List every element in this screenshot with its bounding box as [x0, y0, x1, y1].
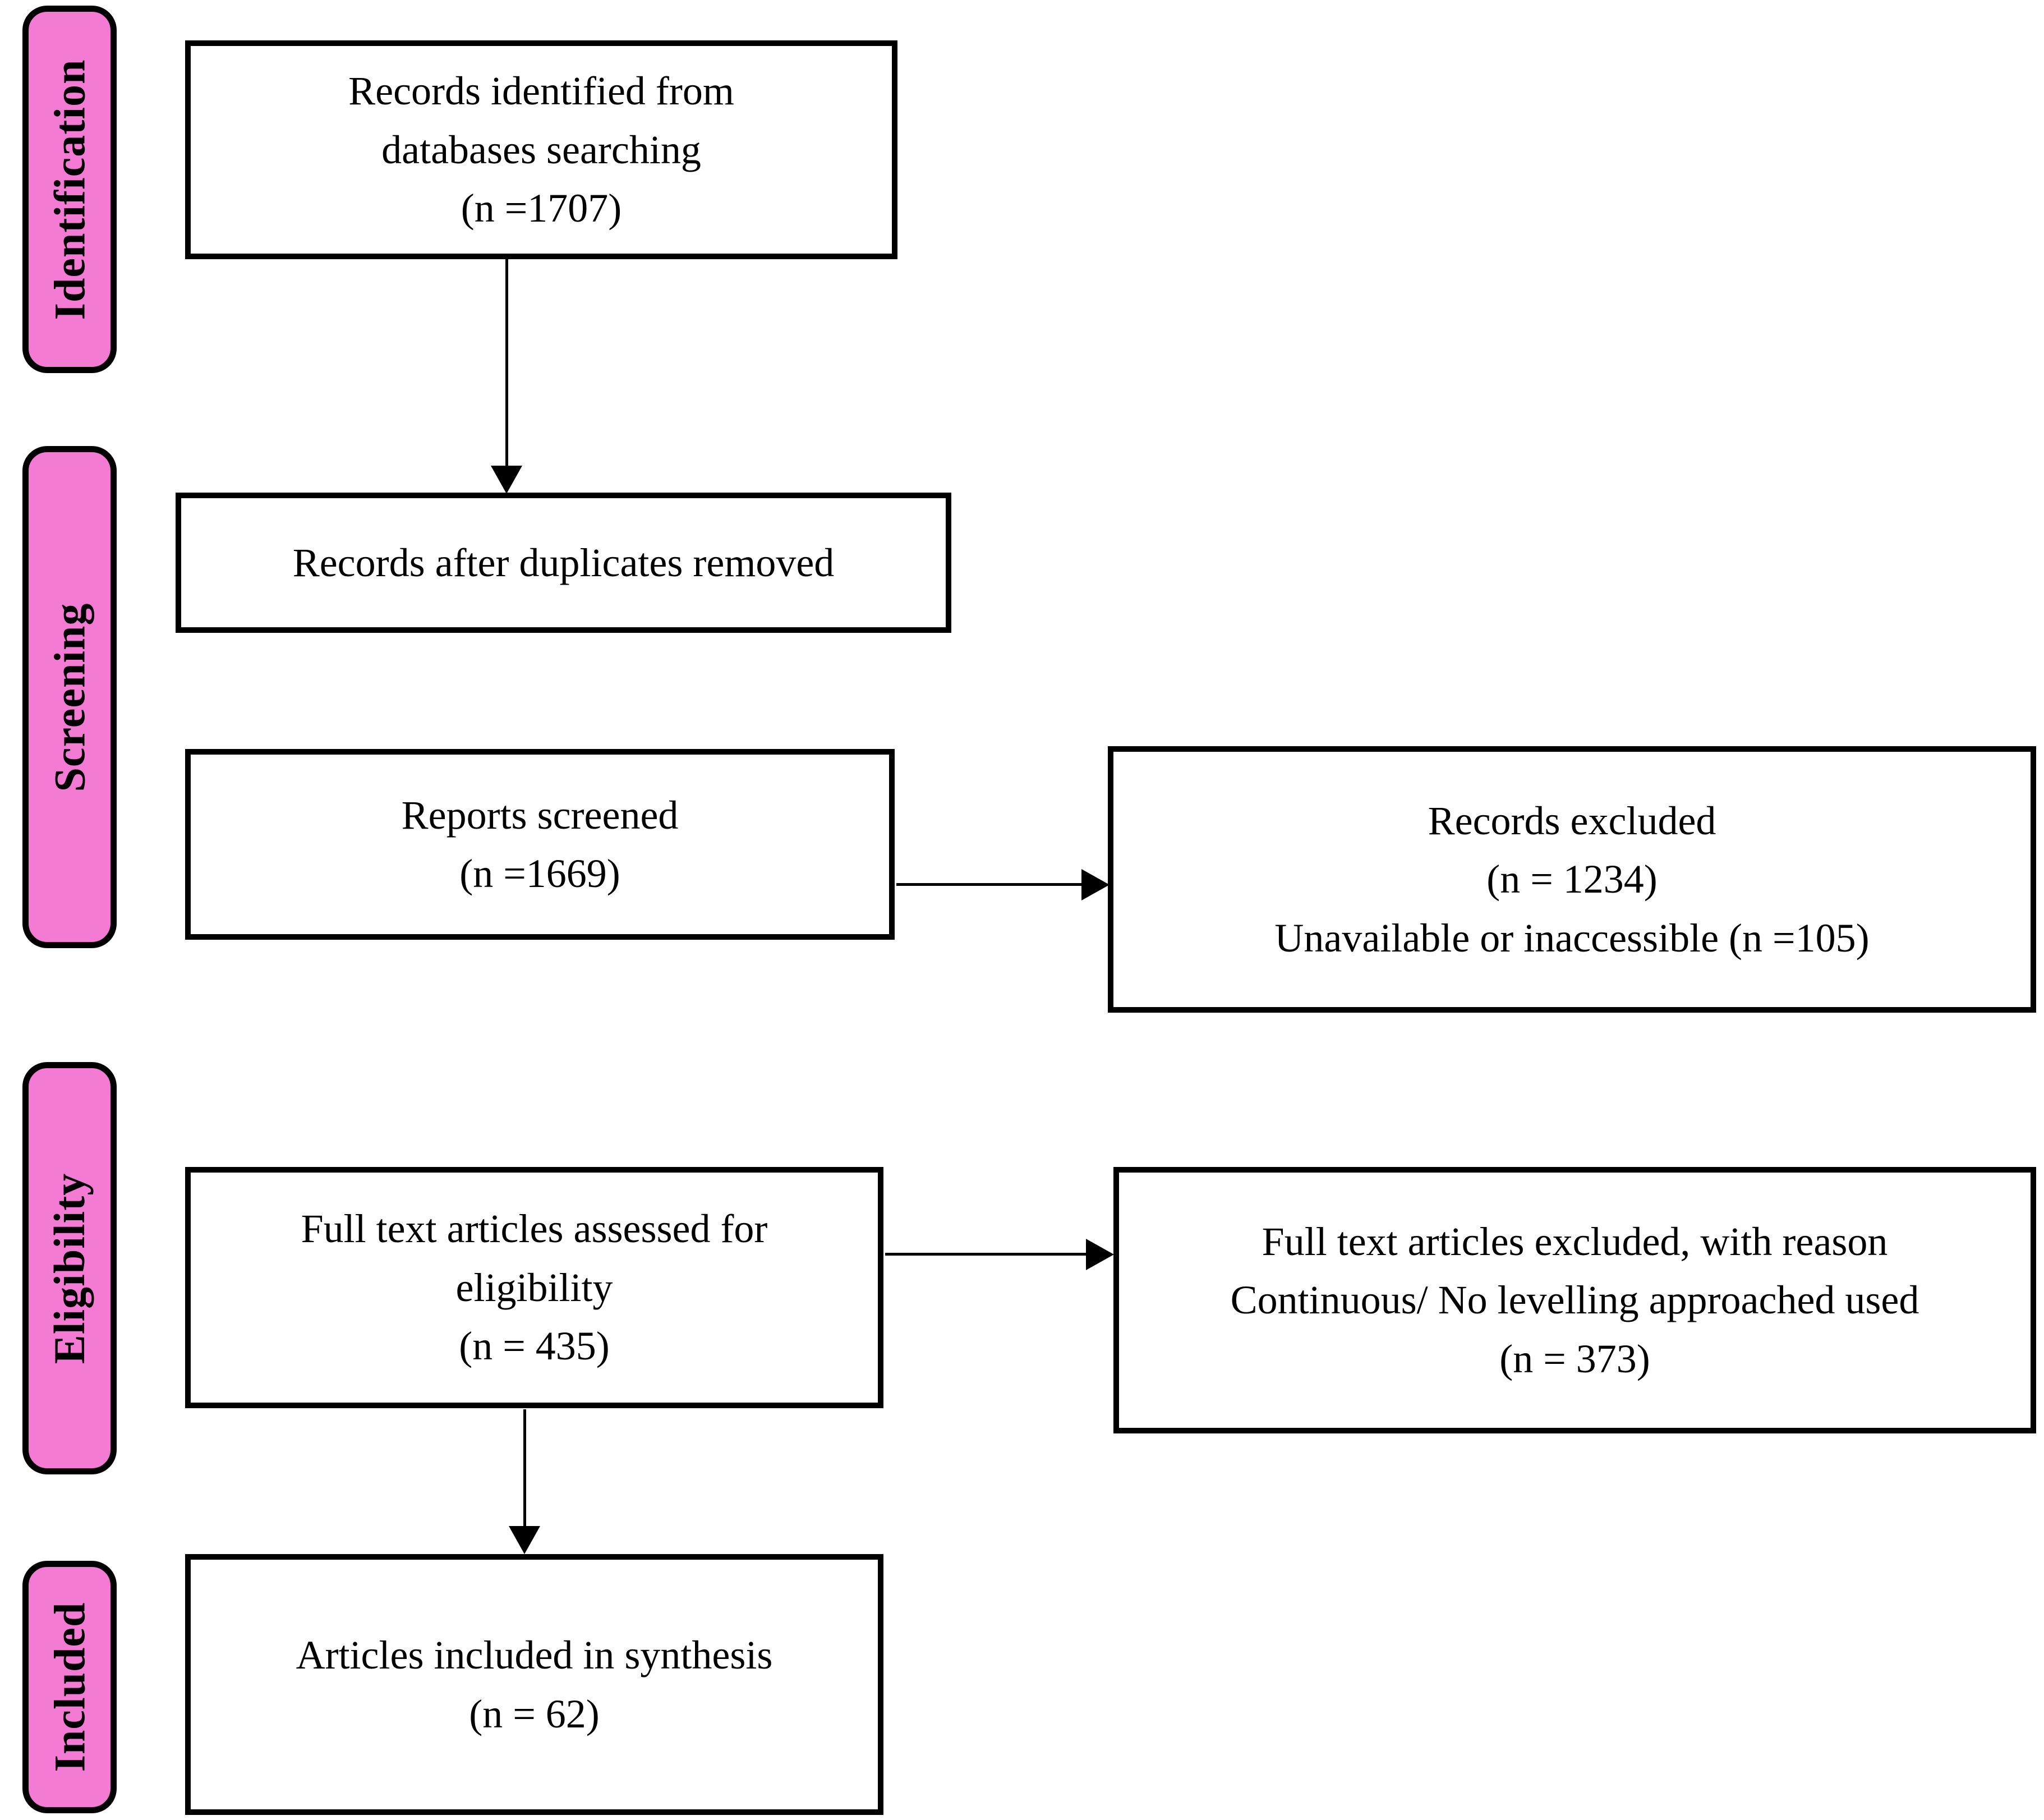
- box-text-line: Articles included in synthesis: [296, 1633, 773, 1678]
- box-text-line: Records identified from: [348, 68, 734, 114]
- box-text-line: Unavailable or inaccessible (n =105): [1274, 915, 1870, 960]
- box-fulltext-excluded: Full text articles excluded, with reason…: [1113, 1167, 2036, 1433]
- box-text-line: (n =1707): [461, 186, 622, 231]
- box-text-line: Records excluded: [1428, 798, 1716, 843]
- box-text-line: (n = 435): [459, 1323, 610, 1369]
- box-text-line: Continuous/ No levelling approached used: [1230, 1277, 1919, 1323]
- arrow-head-right-icon: [1086, 1239, 1114, 1270]
- arrow-head-down-icon: [509, 1526, 540, 1554]
- box-text-line: Reports screened: [401, 792, 679, 838]
- stage-label-text: Included: [45, 1602, 94, 1772]
- arrow-line-fulltext-to-excluded: [885, 1253, 1087, 1256]
- arrow-head-down-icon: [491, 466, 522, 494]
- box-text-line: (n = 1234): [1486, 857, 1658, 902]
- stage-label-text: Identification: [45, 59, 94, 320]
- box-records-excluded: Records excluded (n = 1234) Unavailable …: [1108, 746, 2036, 1013]
- box-duplicates-removed: Records after duplicates removed: [176, 493, 951, 633]
- box-text-line: Full text articles assessed for: [301, 1206, 768, 1252]
- arrow-line-screened-to-excluded: [896, 883, 1084, 886]
- box-records-identified: Records identified from databases search…: [185, 40, 897, 259]
- box-text-line: eligibility: [455, 1265, 613, 1310]
- stage-label-eligibility: Eligibility: [22, 1062, 117, 1474]
- box-text-line: (n =1669): [459, 851, 620, 896]
- box-text-line: (n = 62): [469, 1691, 600, 1736]
- box-text-line: databases searching: [381, 127, 701, 172]
- stage-label-text: Screening: [45, 603, 94, 792]
- stage-label-screening: Screening: [22, 446, 117, 948]
- box-text-line: Full text articles excluded, with reason: [1262, 1219, 1888, 1264]
- arrow-line-fulltext-to-included: [523, 1409, 526, 1528]
- box-reports-screened: Reports screened (n =1669): [185, 749, 895, 940]
- arrow-line-identified-to-duplicates: [505, 259, 508, 468]
- arrow-head-right-icon: [1081, 869, 1110, 900]
- stage-label-identification: Identification: [22, 6, 117, 373]
- box-text-line: (n = 373): [1499, 1336, 1650, 1381]
- stage-label-included: Included: [22, 1561, 117, 1813]
- box-fulltext-assessed: Full text articles assessed for eligibil…: [185, 1167, 883, 1408]
- box-text-line: Records after duplicates removed: [292, 540, 835, 585]
- stage-label-text: Eligibility: [45, 1173, 94, 1364]
- box-included-synthesis: Articles included in synthesis (n = 62): [185, 1554, 883, 1815]
